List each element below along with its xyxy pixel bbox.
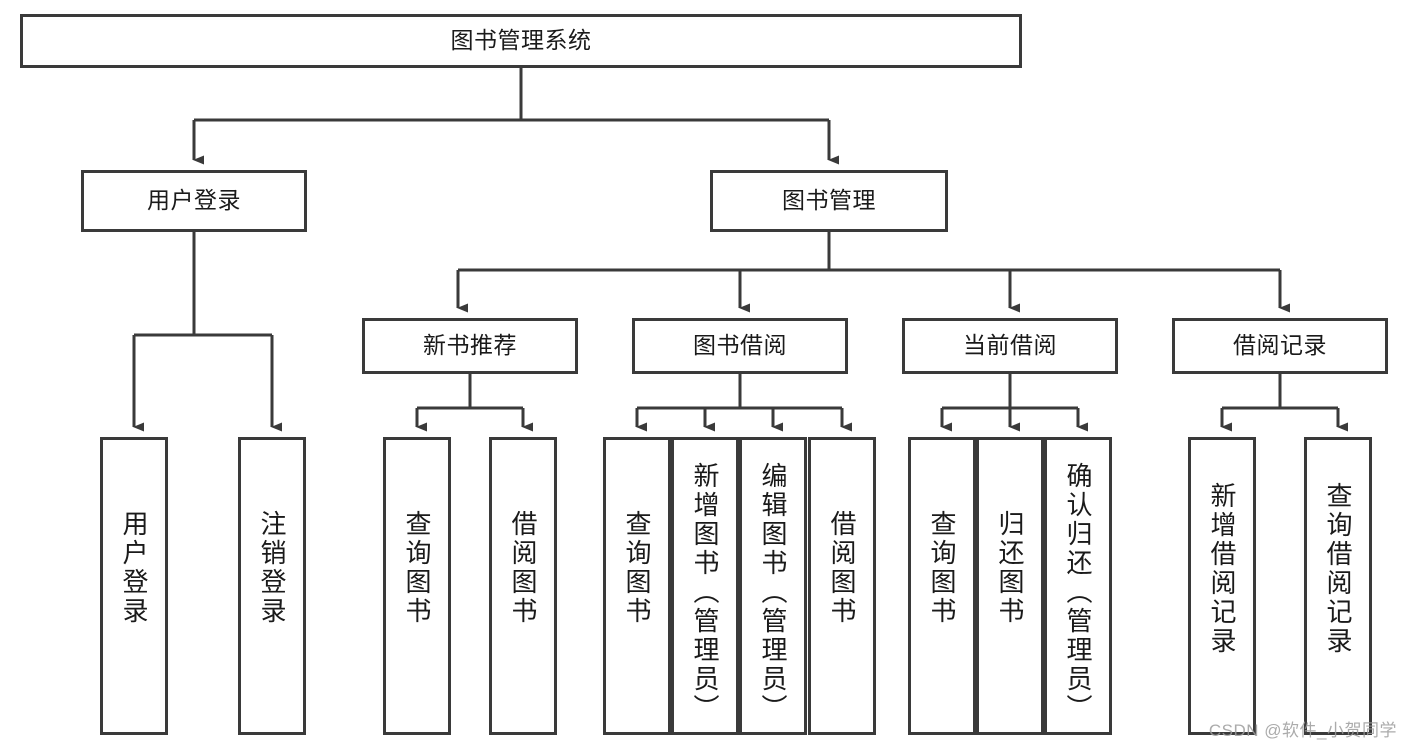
node-root[interactable]: 图书管理系统: [20, 14, 1022, 68]
node-root-label: 图书管理系统: [450, 27, 592, 54]
node-leaf-logout-login[interactable]: 注销登录: [238, 437, 306, 735]
node-leaf-return-book-label: 归还图书: [995, 510, 1025, 626]
node-book-management-label: 图书管理: [782, 187, 876, 214]
node-leaf-edit-book[interactable]: 编辑图书（管理员）: [739, 437, 807, 735]
node-leaf-edit-book-label: 编辑图书（管理员）: [758, 462, 788, 723]
node-borrow-record[interactable]: 借阅记录: [1172, 318, 1388, 374]
node-leaf-query-record[interactable]: 查询借阅记录: [1304, 437, 1372, 735]
node-leaf-return-book[interactable]: 归还图书: [976, 437, 1044, 735]
node-leaf-query-book-1[interactable]: 查询图书: [383, 437, 451, 735]
node-borrow-record-label: 借阅记录: [1233, 332, 1327, 359]
node-leaf-user-login[interactable]: 用户登录: [100, 437, 168, 735]
node-current-borrow[interactable]: 当前借阅: [902, 318, 1118, 374]
node-new-book-recommend[interactable]: 新书推荐: [362, 318, 578, 374]
node-leaf-add-record-label: 新增借阅记录: [1207, 482, 1237, 656]
node-new-book-recommend-label: 新书推荐: [423, 332, 517, 359]
node-leaf-query-book-3[interactable]: 查询图书: [908, 437, 976, 735]
node-leaf-add-record[interactable]: 新增借阅记录: [1188, 437, 1256, 735]
node-current-borrow-label: 当前借阅: [963, 332, 1057, 359]
node-book-management[interactable]: 图书管理: [710, 170, 948, 232]
node-leaf-logout-login-label: 注销登录: [257, 510, 287, 626]
node-leaf-confirm-return[interactable]: 确认归还（管理员）: [1044, 437, 1112, 735]
node-leaf-borrow-book-1-label: 借阅图书: [508, 510, 538, 626]
node-leaf-borrow-book-2[interactable]: 借阅图书: [808, 437, 876, 735]
node-book-borrow[interactable]: 图书借阅: [632, 318, 848, 374]
node-leaf-query-book-1-label: 查询图书: [402, 510, 432, 626]
node-leaf-query-book-2-label: 查询图书: [622, 510, 652, 626]
node-leaf-user-login-label: 用户登录: [119, 510, 149, 626]
node-leaf-confirm-return-label: 确认归还（管理员）: [1063, 462, 1093, 723]
node-leaf-add-book[interactable]: 新增图书（管理员）: [671, 437, 739, 735]
node-leaf-query-book-2[interactable]: 查询图书: [603, 437, 671, 735]
node-user-login-label: 用户登录: [147, 187, 241, 214]
node-leaf-query-record-label: 查询借阅记录: [1323, 482, 1353, 656]
node-leaf-borrow-book-1[interactable]: 借阅图书: [489, 437, 557, 735]
node-leaf-borrow-book-2-label: 借阅图书: [827, 510, 857, 626]
node-user-login[interactable]: 用户登录: [81, 170, 307, 232]
node-book-borrow-label: 图书借阅: [693, 332, 787, 359]
node-leaf-add-book-label: 新增图书（管理员）: [690, 462, 720, 723]
csdn-watermark: CSDN @软件_小贺同学: [1208, 721, 1397, 740]
node-leaf-query-book-3-label: 查询图书: [927, 510, 957, 626]
